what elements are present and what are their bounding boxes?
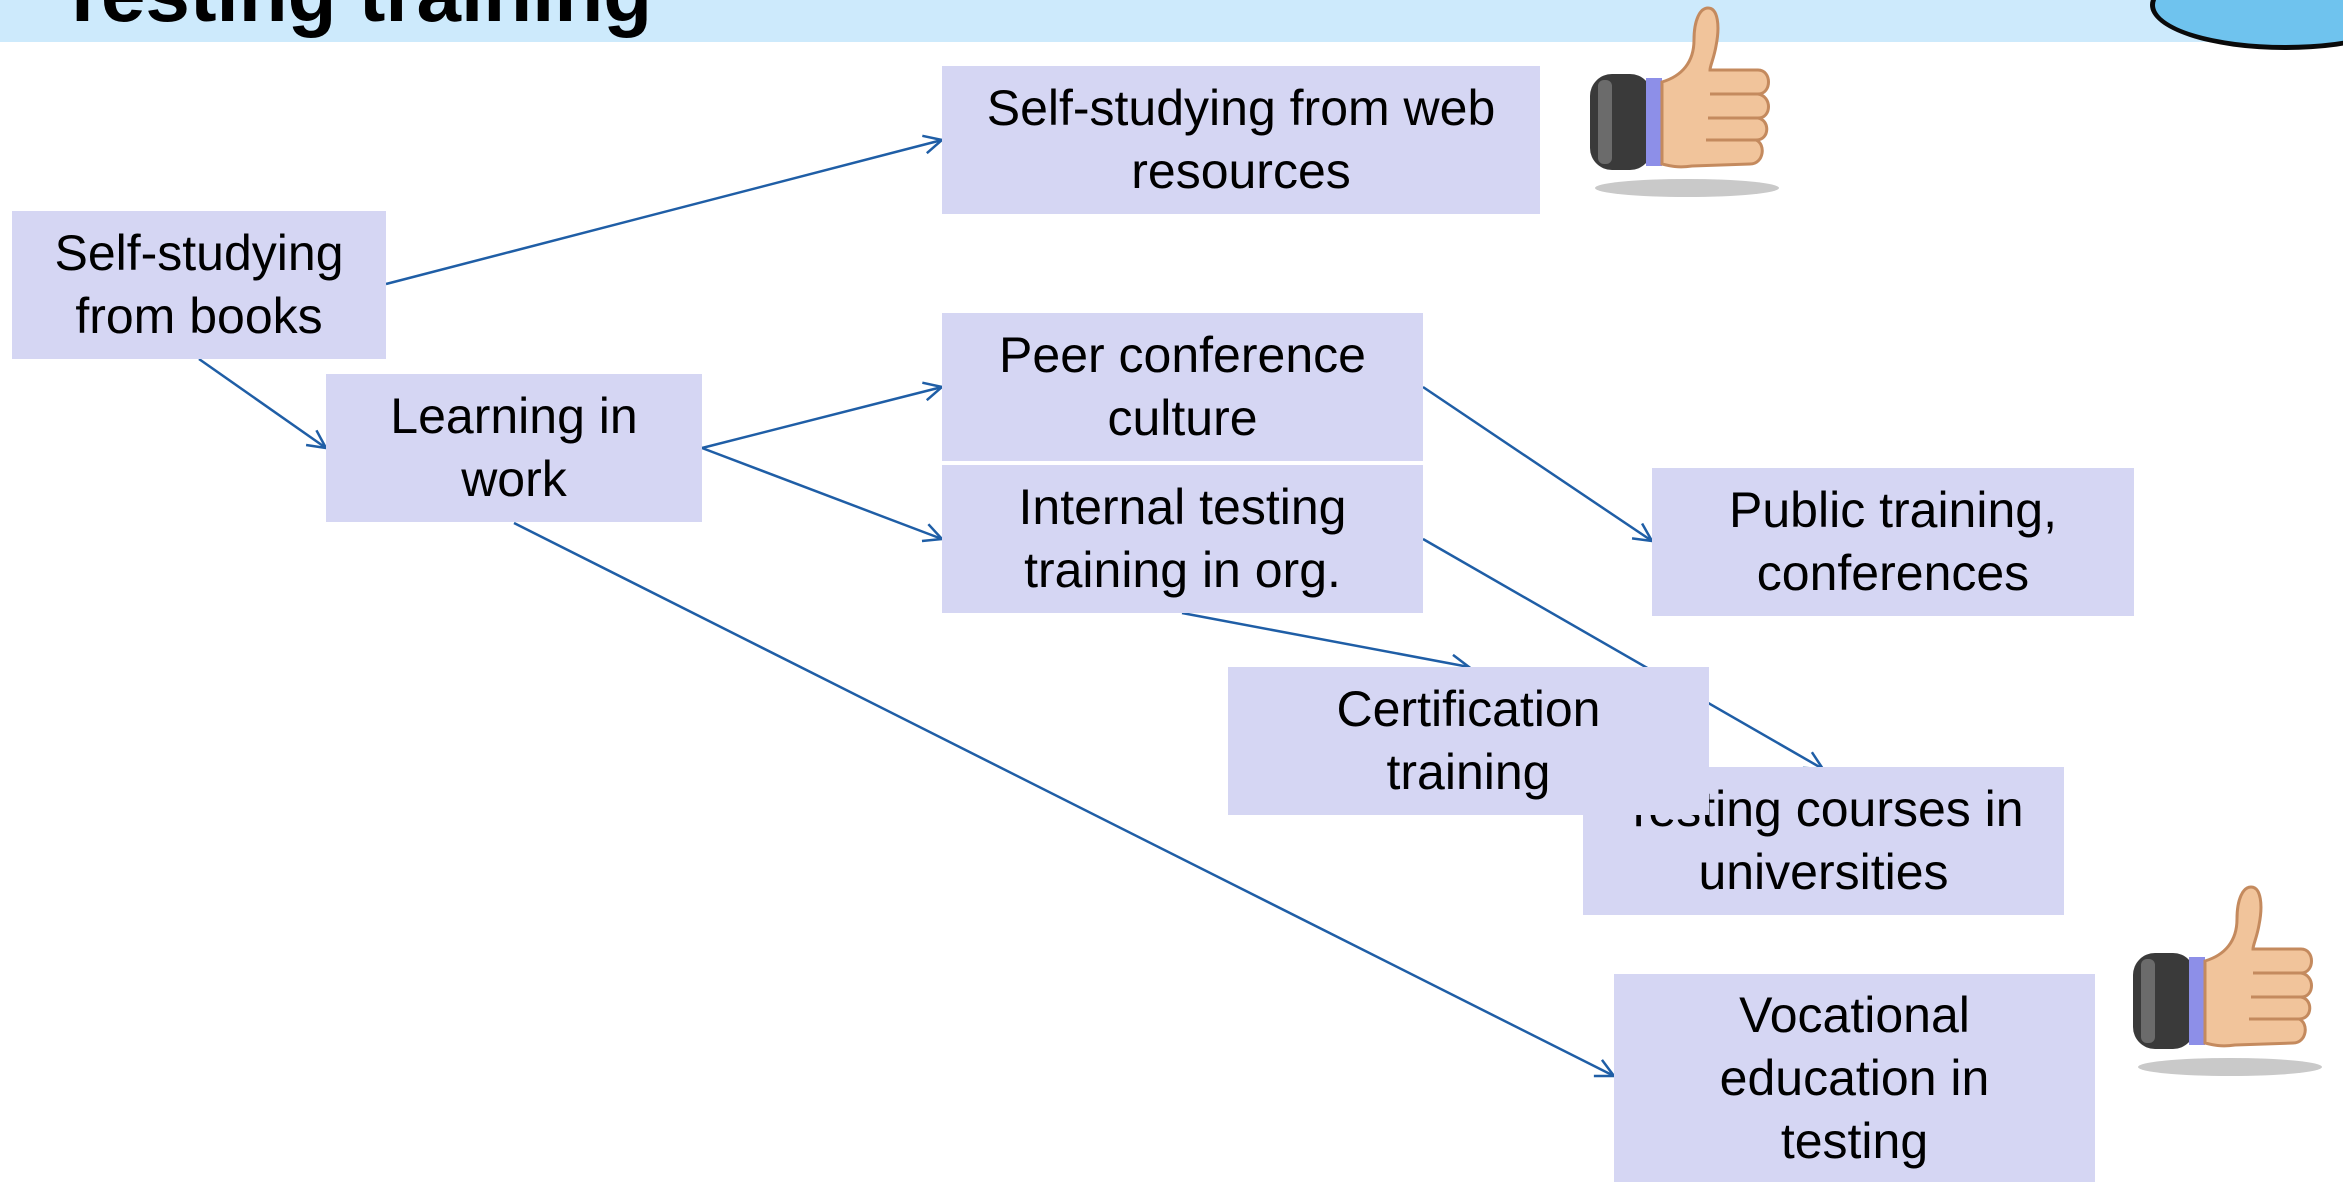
edge-internal-universities	[1422, 537, 1823, 769]
node-label: Internal testing training in org.	[1018, 479, 1347, 598]
edge-work-peer	[701, 387, 942, 450]
node-public-training: Public training, conferences	[1652, 468, 2134, 616]
node-learning-in-work: Learning in work	[326, 374, 702, 522]
node-internal-testing: Internal testing training in org.	[942, 465, 1423, 613]
node-label: Self-studying from web resources	[986, 80, 1496, 199]
node-label: Self-studying from books	[54, 225, 344, 344]
edge-work-vocational	[513, 521, 1614, 1076]
node-peer-conference: Peer conference culture	[942, 313, 1423, 461]
node-university-courses: Testing courses in universities	[1583, 767, 2064, 915]
edge-books-web	[385, 140, 942, 286]
node-self-studying-web: Self-studying from web resources	[942, 66, 1540, 214]
edge-peer-public	[1422, 385, 1652, 541]
node-label: Peer conference culture	[999, 327, 1366, 446]
edge-work-internal	[701, 446, 942, 539]
node-vocational: Vocational education in testing	[1614, 974, 2095, 1182]
node-label: Vocational education in testing	[1719, 986, 1990, 1169]
node-self-studying-books: Self-studying from books	[12, 211, 386, 359]
title-bar	[0, 0, 2343, 42]
thumbs-up-icon	[2133, 885, 2322, 1076]
edge-internal-certification	[1181, 611, 1469, 667]
edge-books-work	[198, 357, 326, 448]
node-label: Certification training	[1336, 681, 1601, 800]
slide-title: Testing training	[58, 0, 652, 34]
node-certification: Certification training	[1228, 667, 1709, 815]
thumbs-up-icon	[1590, 6, 1779, 197]
node-label: Public training, conferences	[1729, 482, 2057, 601]
node-label: Learning in work	[390, 388, 638, 507]
